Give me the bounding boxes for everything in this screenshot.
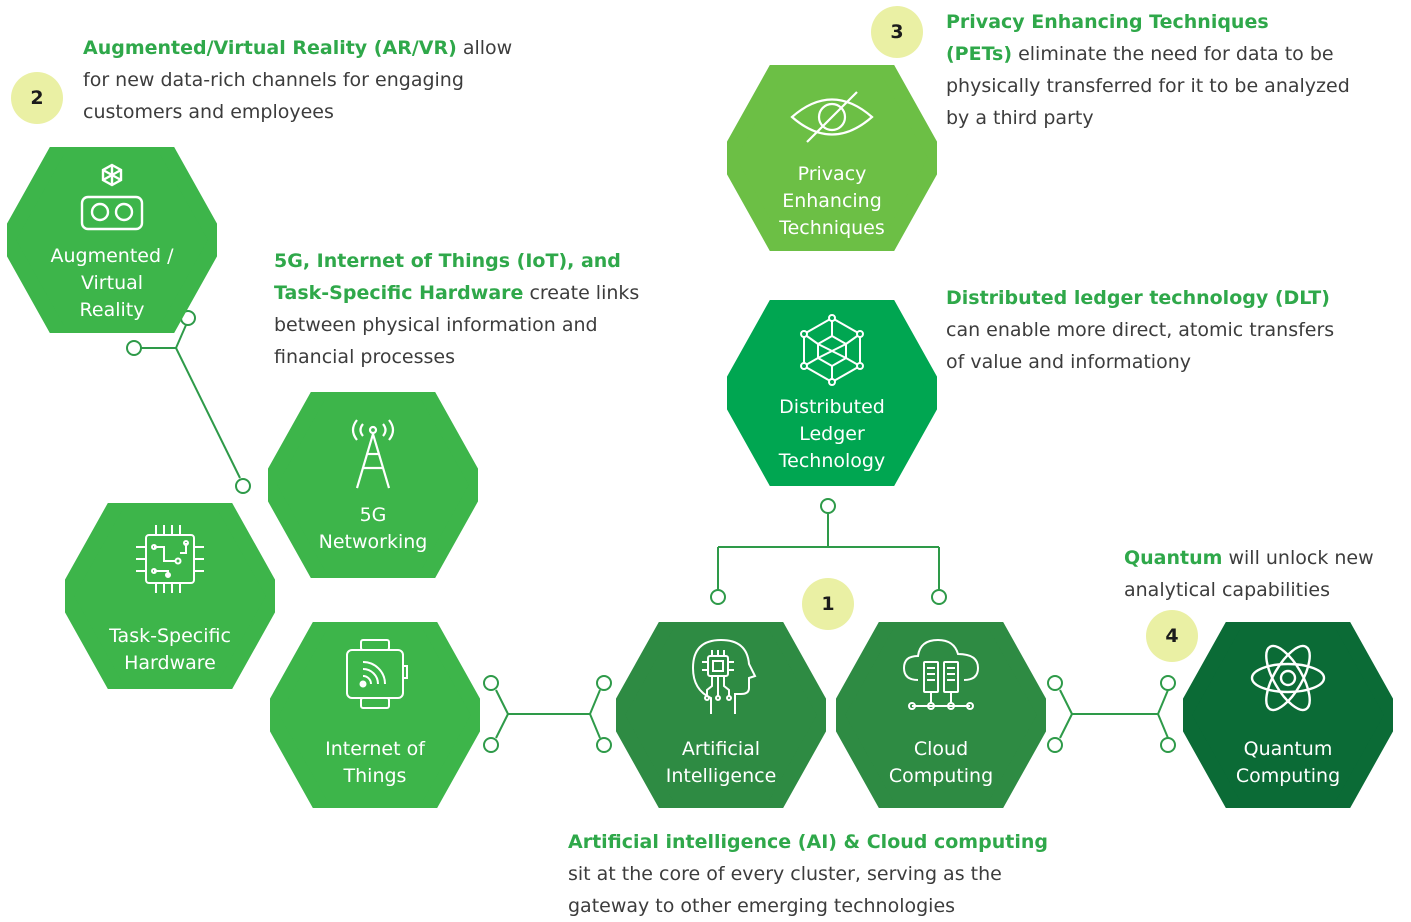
note-text: can enable more direct, atomic transfers — [946, 319, 1335, 341]
node-label: Augmented / Virtual Reality — [50, 245, 174, 321]
node-cloud: Cloud Computing — [836, 622, 1046, 808]
note-dlt: Distributed ledger technology (DLT) can … — [946, 282, 1396, 378]
note-text: allow — [456, 37, 513, 59]
node-label: Quantum Computing — [1235, 738, 1341, 787]
atom-icon — [1250, 644, 1326, 712]
network-cube-icon — [800, 314, 864, 386]
hexagon-shape — [616, 622, 826, 808]
node-label: Cloud Computing — [888, 738, 994, 787]
note-heading: Distributed ledger technology (DLT) — [946, 287, 1330, 309]
smartwatch-icon — [346, 639, 408, 709]
badge-2: 2 — [11, 72, 63, 124]
note-text: of value and informationy — [946, 351, 1191, 373]
note-heading: 5G, Internet of Things (IoT), and — [274, 250, 621, 272]
note-heading: Artificial intelligence (AI) & Cloud com… — [568, 831, 1048, 853]
note-core: Artificial intelligence (AI) & Cloud com… — [568, 826, 1128, 922]
connector-cloud-quantum — [1047, 675, 1176, 753]
hexagon-shape — [1183, 622, 1393, 808]
note-heading: Quantum — [1124, 547, 1223, 569]
badge-1: 1 — [802, 578, 854, 630]
badge-4: 4 — [1146, 610, 1198, 662]
note-text: for new data-rich channels for engaging — [83, 69, 464, 91]
note-ar-vr: Augmented/Virtual Reality (AR/VR) allow … — [83, 32, 563, 128]
node-label: Privacy Enhancing Techniques — [779, 163, 885, 239]
brain-chip-icon — [691, 638, 757, 714]
note-pets: Privacy Enhancing Techniques (PETs) elim… — [946, 6, 1396, 134]
note-heading: Task-Specific Hardware — [274, 282, 524, 304]
node-label: 5G Networking — [318, 504, 428, 553]
note-text: customers and employees — [83, 101, 334, 123]
hexagon-shape — [836, 622, 1046, 808]
antenna-tower-icon — [351, 419, 395, 489]
note-text: analytical capabilities — [1124, 579, 1330, 601]
connector-iot-ai — [483, 675, 612, 753]
note-text: sit at the core of every cluster, servin… — [568, 863, 1002, 885]
note-heading: (PETs) — [946, 43, 1013, 65]
node-5g: 5G Networking — [268, 392, 478, 578]
node-dlt: Distributed Ledger Technology — [727, 300, 937, 486]
hexagon-shape — [65, 503, 275, 689]
node-label: Distributed Ledger Technology — [778, 396, 886, 472]
connector-arvr-hardware — [126, 310, 251, 494]
node-quantum: Quantum Computing — [1183, 622, 1393, 808]
note-text: will unlock new — [1222, 547, 1374, 569]
note-heading: Privacy Enhancing Techniques — [946, 11, 1269, 33]
note-quantum: Quantum will unlock new analytical capab… — [1124, 542, 1409, 606]
connector-dlt-core — [710, 498, 947, 605]
node-ai: Artificial Intelligence — [616, 622, 826, 808]
chip-icon — [136, 525, 204, 593]
badge-3: 3 — [871, 6, 923, 58]
node-ar-vr: Augmented / Virtual Reality — [7, 147, 217, 333]
hexagon-shape — [7, 147, 217, 333]
eye-slash-icon — [790, 91, 874, 143]
note-text: gateway to other emerging technologies — [568, 895, 956, 917]
note-text: financial processes — [274, 346, 455, 368]
note-text: physically transferred for it to be anal… — [946, 75, 1350, 97]
node-iot: Internet of Things — [270, 622, 480, 808]
note-text: by a third party — [946, 107, 1094, 129]
note-heading: Augmented/Virtual Reality (AR/VR) — [83, 37, 457, 59]
node-label: Internet of Things — [325, 738, 425, 787]
hexagon-shape — [727, 65, 937, 251]
node-label: Artificial Intelligence — [665, 738, 777, 787]
note-text: create links — [523, 282, 640, 304]
hexagon-shape — [268, 392, 478, 578]
vr-headset-icon — [80, 163, 144, 231]
note-text: eliminate the need for data to be — [1012, 43, 1334, 65]
node-hardware: Task-Specific Hardware — [65, 503, 275, 689]
node-pets: Privacy Enhancing Techniques — [727, 65, 937, 251]
cloud-server-icon — [902, 638, 980, 710]
hexagon-shape — [727, 300, 937, 486]
node-label: Task-Specific Hardware — [109, 625, 231, 674]
hexagon-shape — [270, 622, 480, 808]
note-5g-iot-hardware: 5G, Internet of Things (IoT), and Task-S… — [274, 245, 714, 373]
note-text: between physical information and — [274, 314, 598, 336]
